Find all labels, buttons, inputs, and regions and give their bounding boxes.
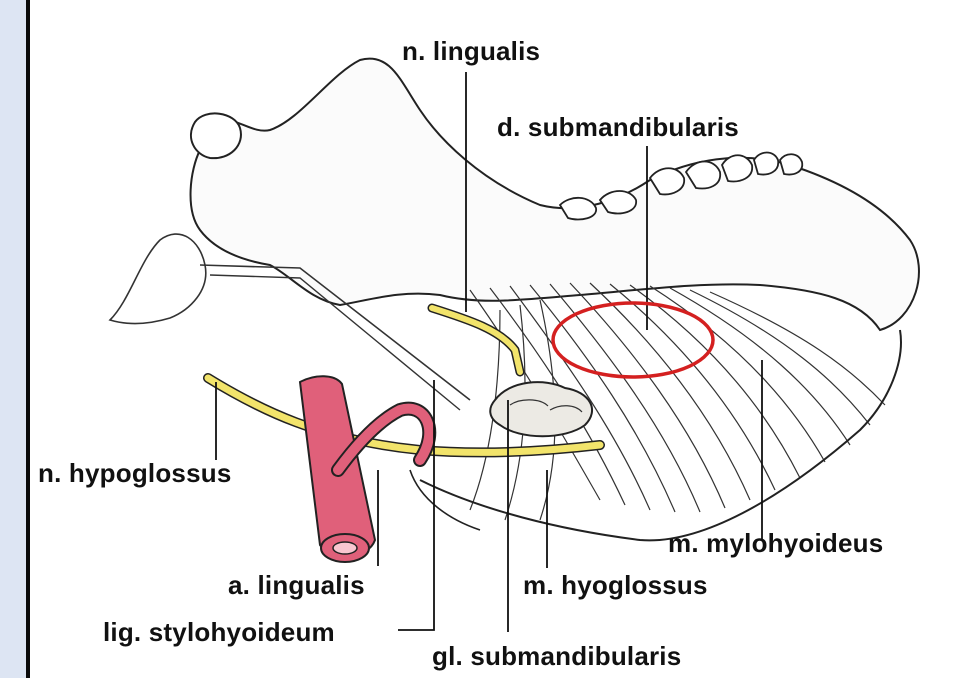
label-d-submandibularis: d. submandibularis: [497, 114, 739, 140]
label-m-hyoglossus: m. hyoglossus: [523, 572, 708, 598]
condyle: [191, 113, 241, 158]
label-n-lingualis: n. lingualis: [402, 38, 540, 64]
highlight-ellipse: [553, 303, 713, 377]
skull-fragment: [110, 234, 206, 324]
label-a-lingualis: a. lingualis: [228, 572, 365, 598]
label-gl-submandibularis: gl. submandibularis: [432, 643, 681, 669]
label-lig-stylohyoideum: lig. stylohyoideum: [103, 619, 335, 645]
label-n-hypoglossus: n. hypoglossus: [38, 460, 231, 486]
lingual-artery: [300, 376, 429, 562]
submandibular-gland: [490, 382, 592, 436]
label-m-mylohyoideus: m. mylohyoideus: [668, 530, 883, 556]
